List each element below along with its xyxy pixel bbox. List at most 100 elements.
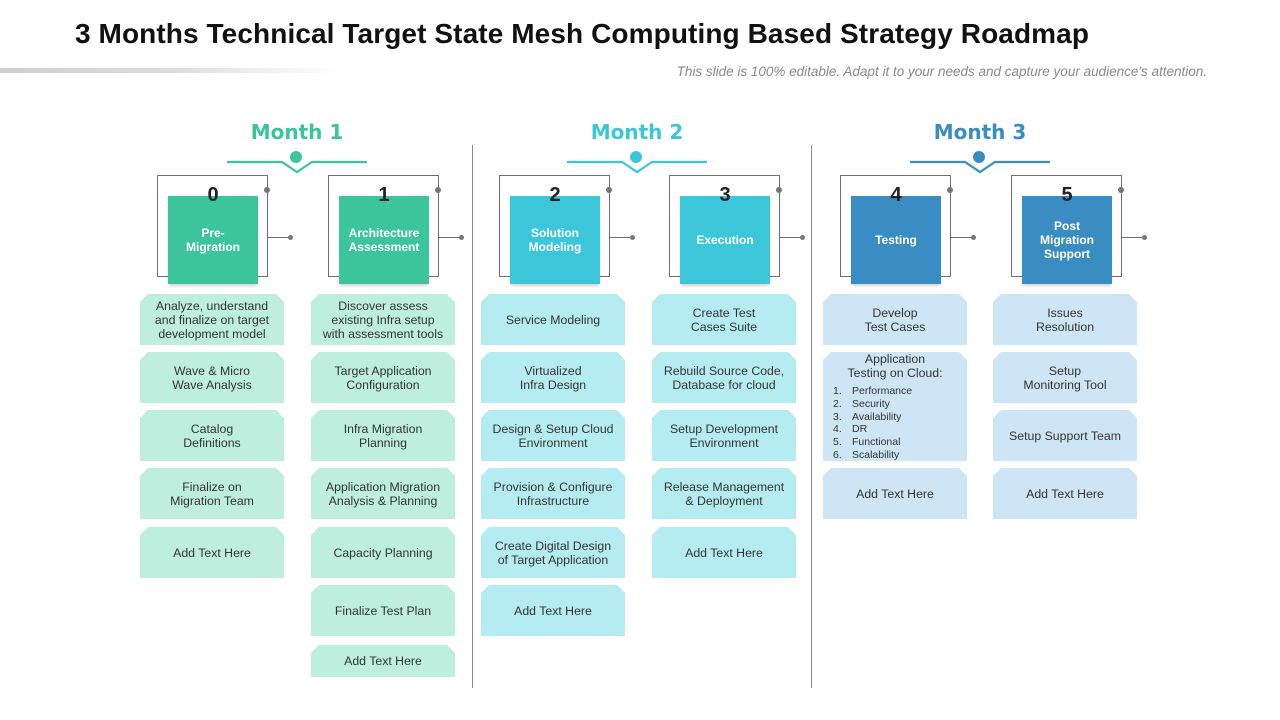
task-card[interactable]: Service Modeling — [481, 294, 625, 345]
task-card-text: Add Text Here — [344, 654, 422, 668]
task-card[interactable]: Add Text Here — [311, 645, 455, 677]
cloud-testing-list-item: 1.Performance — [833, 385, 913, 397]
cloud-testing-list-item: 4.DR — [833, 423, 868, 436]
task-card[interactable]: Capacity Planning — [311, 527, 455, 578]
connector-dot — [459, 235, 464, 240]
title-underline-bar — [0, 68, 340, 73]
connector-line — [780, 237, 802, 239]
cloud-testing-list-item: 3.Availability — [833, 410, 902, 423]
month-label: Month 1 — [250, 120, 344, 144]
phase-number: 1 — [378, 184, 390, 206]
cloud-testing-list-item: 6.Scalability — [833, 448, 900, 461]
month-chevron-line — [227, 160, 367, 174]
task-card-text: Finalize Test Plan — [334, 603, 432, 618]
phase-number: 0 — [207, 184, 219, 206]
task-card-text: Add Text Here — [856, 486, 934, 501]
connector-line — [267, 237, 269, 277]
cloud-testing-list-item: 5.Functional — [833, 436, 901, 449]
connector-dot — [1142, 235, 1147, 240]
month-divider-1 — [472, 145, 473, 688]
connector-dot — [1118, 187, 1124, 193]
connector-line — [610, 237, 632, 239]
slide-subtitle: This slide is 100% editable. Adapt it to… — [676, 64, 1207, 79]
phase-4: Testing 4 — [840, 175, 990, 285]
connector-dot — [264, 187, 270, 193]
month-chevron-line — [910, 160, 1050, 174]
connector-line — [1121, 237, 1123, 277]
task-card[interactable]: Add Text Here — [140, 527, 284, 578]
connector-dot — [947, 187, 953, 193]
task-card[interactable]: Add Text Here — [652, 527, 796, 578]
connector-line — [609, 237, 611, 277]
task-card[interactable]: Finalize Test Plan — [311, 585, 455, 636]
month-divider-2 — [811, 145, 812, 688]
task-card[interactable]: Release Management& Deployment — [652, 468, 796, 519]
connector-line — [268, 237, 290, 239]
task-card[interactable]: Rebuild Source Code,Database for cloud — [652, 352, 796, 403]
connector-line — [950, 237, 952, 277]
task-card-text: Add Text Here — [685, 545, 763, 560]
phase-label: Pre-Migration — [186, 226, 240, 254]
connector-dot — [606, 187, 612, 193]
task-card[interactable]: Add Text Here — [823, 468, 967, 519]
task-card-text: Release Management& Deployment — [663, 479, 785, 508]
phase-number: 4 — [890, 184, 902, 206]
phase-box: Testing — [851, 196, 941, 284]
connector-line — [951, 237, 973, 239]
phase-number: 5 — [1061, 184, 1073, 206]
connector-dot — [776, 187, 782, 193]
phase-box: Execution — [680, 196, 770, 284]
task-card-text: Capacity Planning — [333, 545, 433, 560]
task-card[interactable]: Setup Support Team — [993, 410, 1137, 461]
slide-title: 3 Months Technical Target State Mesh Com… — [75, 18, 1090, 49]
task-card[interactable]: Add Text Here — [993, 468, 1137, 519]
connector-dot — [630, 235, 635, 240]
month-dot — [630, 151, 642, 163]
task-card[interactable]: Add Text Here — [481, 585, 625, 636]
phase-0: Pre-Migration 0 — [157, 175, 307, 285]
month-header: Month 3 — [910, 120, 1050, 180]
phase-label: Testing — [875, 233, 917, 247]
task-card-text: Add Text Here — [173, 545, 251, 560]
connector-line — [439, 237, 461, 239]
